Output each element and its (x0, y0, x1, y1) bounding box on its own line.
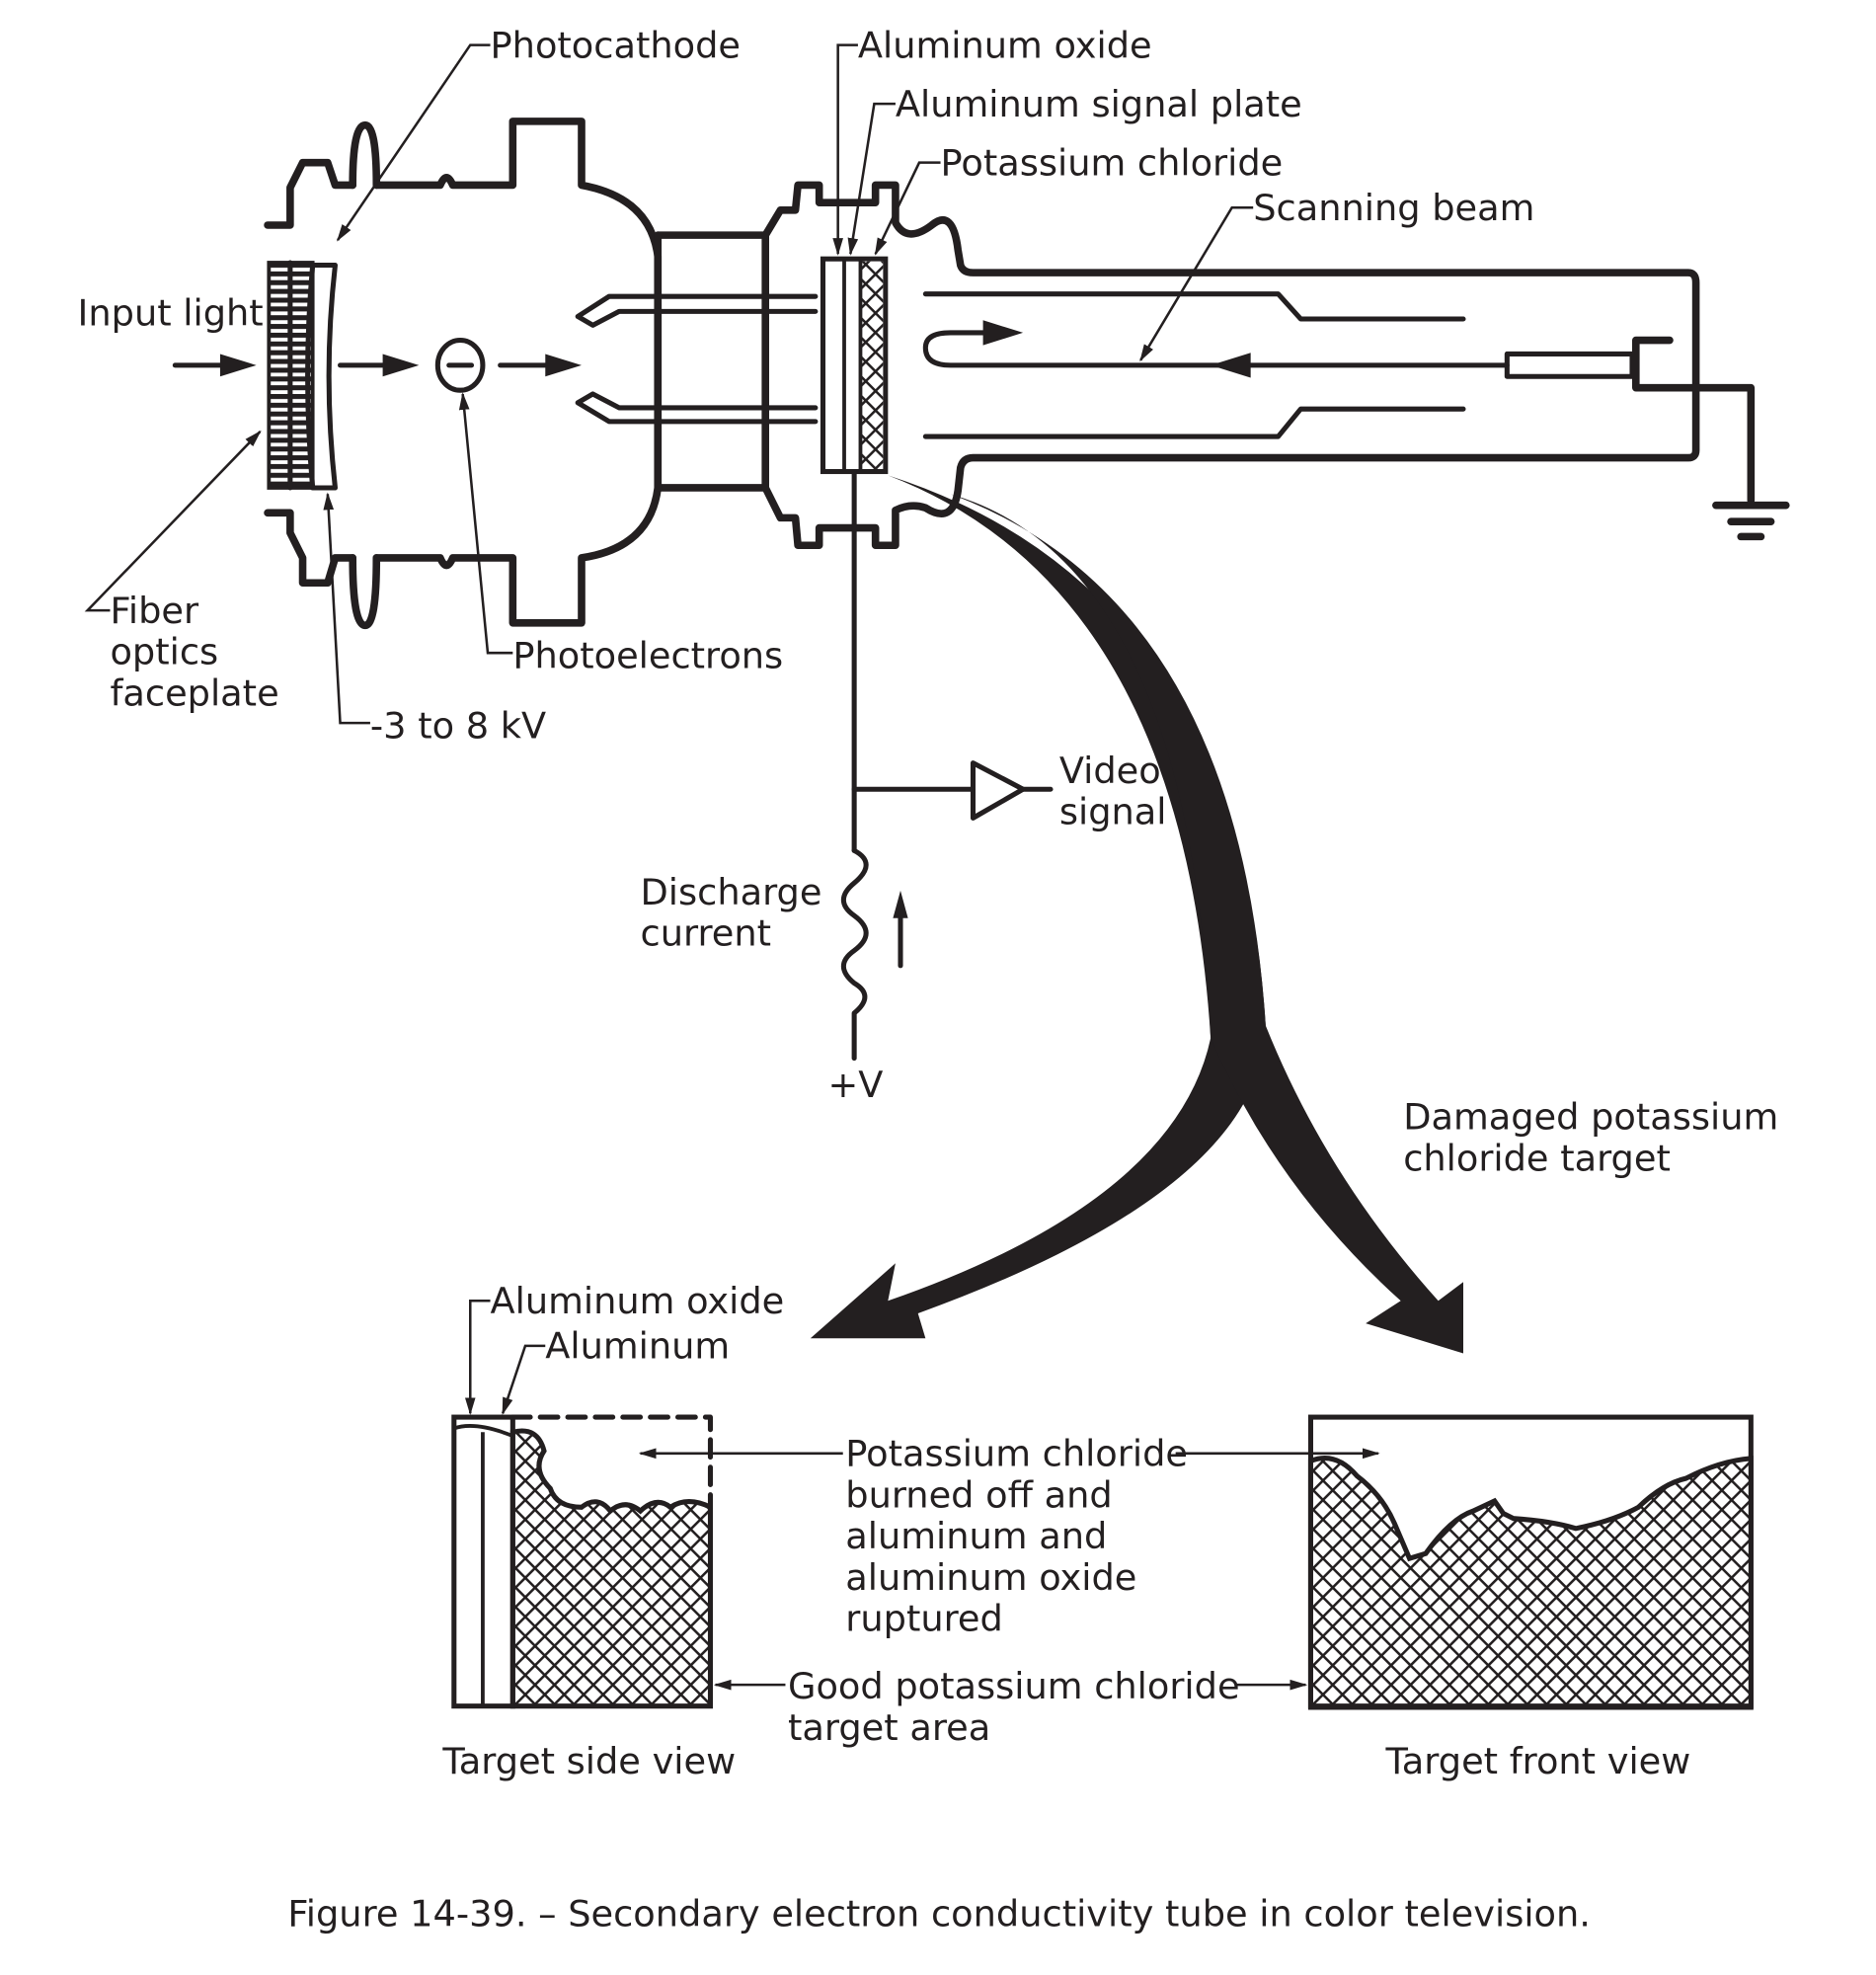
label-scanning-beam: Scanning beam (1253, 187, 1534, 229)
label-side-aluminum-oxide: Aluminum oxide (491, 1280, 785, 1322)
target-plate (820, 256, 889, 475)
label-burned-1: Potassium chloride (845, 1432, 1188, 1474)
label-voltage: -3 to 8 kV (370, 704, 546, 747)
label-input-light: Input light (78, 291, 264, 334)
focus-electrodes (575, 293, 819, 425)
target-section-envelope (761, 181, 1700, 550)
label-video-2: signal (1059, 791, 1167, 833)
intensifier-envelope (264, 118, 769, 630)
label-fiber-1: Fiber (110, 590, 199, 632)
ground-icon (1712, 501, 1790, 541)
label-good-1: Good potassium chloride (788, 1665, 1240, 1707)
label-burned-2: burned off and (845, 1473, 1112, 1516)
label-fiber-2: optics (110, 631, 218, 673)
label-damaged-2: chloride target (1403, 1138, 1671, 1180)
leader-lines (84, 43, 1380, 1691)
fiber-optics-faceplate (267, 260, 315, 491)
electron-path-arrows (172, 354, 582, 377)
label-discharge-1: Discharge (641, 871, 822, 913)
label-potassium-chloride: Potassium chloride (941, 141, 1284, 184)
label-video-1: Video (1059, 750, 1161, 792)
label-damaged-1: Damaged potassium (1403, 1096, 1778, 1139)
photocathode-layer (305, 262, 338, 491)
label-burned-5: ruptured (845, 1598, 1003, 1640)
label-burned-4: aluminum oxide (845, 1556, 1136, 1599)
deflection-plates (922, 291, 1466, 439)
label-burned-3: aluminum and (845, 1515, 1107, 1557)
label-photoelectrons: Photoelectrons (512, 634, 783, 676)
label-photocathode: Photocathode (491, 24, 741, 66)
label-side-view: Target side view (441, 1740, 736, 1782)
label-discharge-2: current (641, 912, 771, 955)
label-plus-v: +V (828, 1064, 884, 1106)
label-side-aluminum: Aluminum (545, 1325, 730, 1368)
curved-arrow-to-front-view (950, 494, 1463, 1354)
photoelectron-symbol (434, 337, 486, 393)
resistor-coil (840, 847, 869, 1062)
target-front-view (1307, 1414, 1754, 1710)
label-fiber-3: faceplate (110, 672, 278, 714)
target-side-view (451, 1414, 713, 1709)
label-good-2: target area (788, 1706, 990, 1749)
current-arrow (893, 890, 908, 969)
label-front-view: Target front view (1384, 1740, 1690, 1782)
signal-circuit (840, 468, 1054, 1062)
label-aluminum-oxide: Aluminum oxide (858, 24, 1152, 66)
scanning-beam (922, 320, 1756, 505)
curved-arrow-to-side-view (810, 475, 1266, 1339)
figure-caption: Figure 14-39. – Secondary electron condu… (287, 1893, 1591, 1936)
label-aluminum-signal-plate: Aluminum signal plate (896, 83, 1302, 125)
